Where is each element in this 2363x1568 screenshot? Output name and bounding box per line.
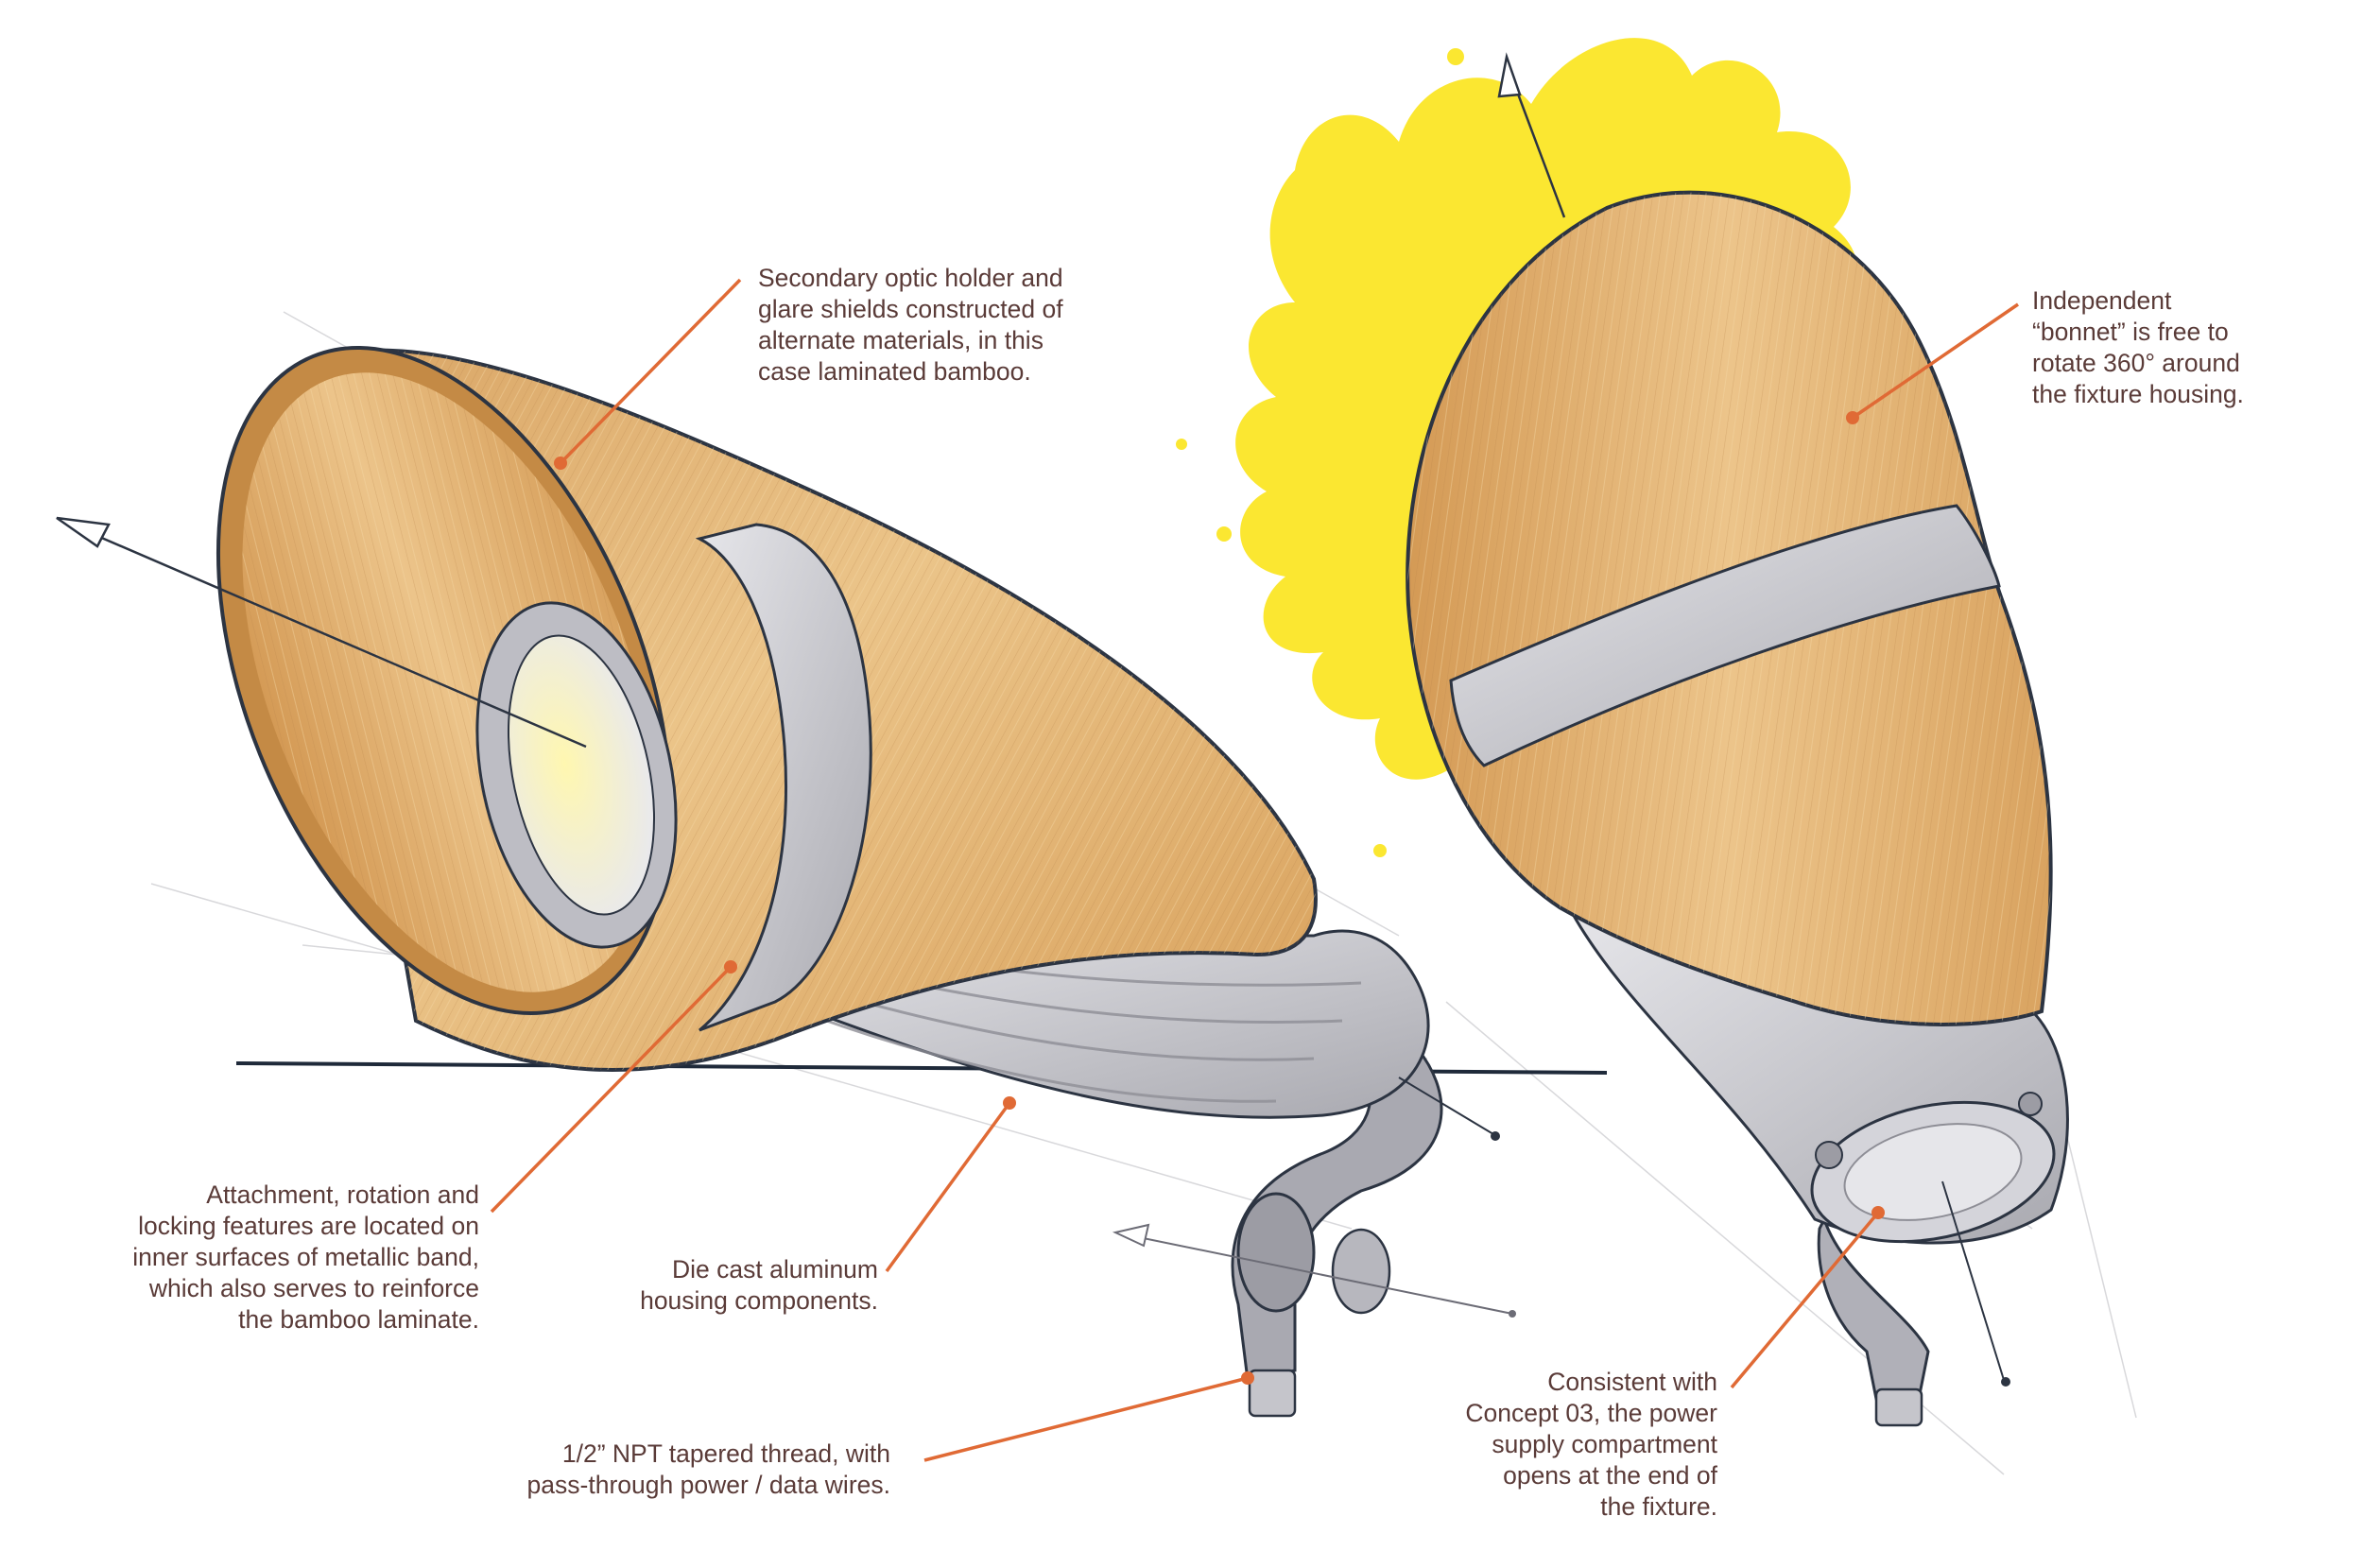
- leader-thread: [923, 1376, 1249, 1462]
- left-fixture: [56, 346, 1608, 1418]
- callout-die-cast: Die cast aluminum housing components.: [640, 1255, 878, 1315]
- leader-secondary-optic: [559, 278, 742, 465]
- leader-attachment: [490, 965, 733, 1214]
- callout-secondary-optic: Secondary optic holder and glare shields…: [758, 264, 1063, 386]
- callout-bonnet: Independent “bonnet” is free to rotate 3…: [2032, 286, 2244, 408]
- leader-die-cast: [885, 1101, 1011, 1273]
- callout-attachment: Attachment, rotation and locking feature…: [132, 1180, 479, 1334]
- right-fixture: [1406, 52, 2069, 1427]
- leader-power-supply: [1730, 1211, 1880, 1389]
- leader-bonnet: [1852, 302, 2019, 420]
- leader-lines: [490, 278, 2019, 1462]
- callout-power-supply: Consistent with Concept 03, the power su…: [1465, 1368, 1717, 1521]
- leader-dots: [554, 411, 1885, 1385]
- callout-thread: 1/2” NPT tapered thread, with pass-throu…: [526, 1439, 890, 1499]
